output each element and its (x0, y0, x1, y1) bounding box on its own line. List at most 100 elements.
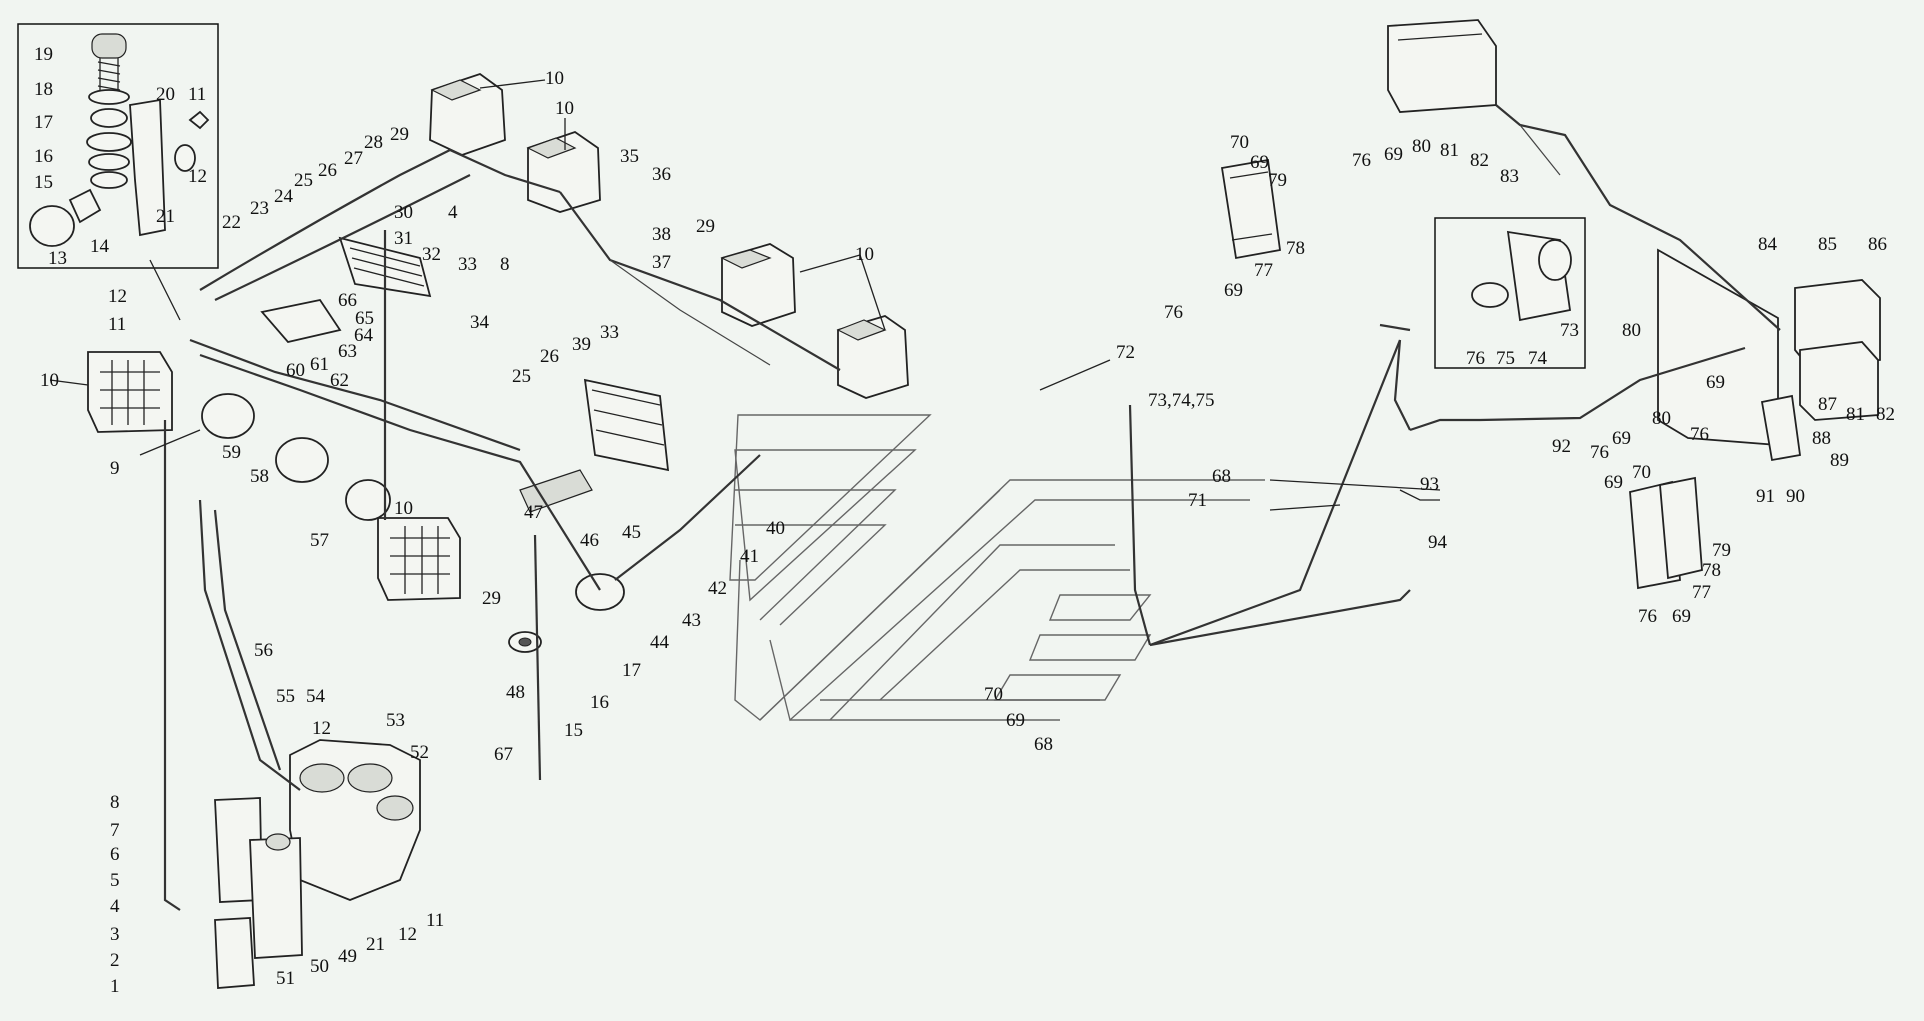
label-4: 4 (448, 202, 458, 223)
label-73-74-75: 73,74,75 (1148, 390, 1215, 411)
label-8: 8 (110, 792, 120, 813)
label-84: 84 (1758, 234, 1778, 255)
label-65: 65 (355, 308, 374, 329)
label-26: 26 (540, 346, 559, 367)
label-11: 11 (188, 84, 206, 105)
label-74: 74 (1528, 348, 1548, 369)
label-29: 29 (696, 216, 715, 237)
connector-blocks (260, 158, 1802, 590)
label-76: 76 (1352, 150, 1371, 171)
label-48: 48 (506, 682, 525, 703)
label-63: 63 (338, 341, 357, 362)
label-19: 19 (34, 44, 53, 65)
label-70: 70 (984, 684, 1003, 705)
label-37: 37 (652, 252, 671, 273)
label-26: 26 (318, 160, 337, 181)
label-69: 69 (1612, 428, 1631, 449)
label-39: 39 (572, 334, 591, 355)
lamp-housings (87, 19, 1881, 601)
label-70: 70 (1230, 132, 1249, 153)
label-90: 90 (1786, 486, 1805, 507)
label-83: 83 (1500, 166, 1519, 187)
label-89: 89 (1830, 450, 1849, 471)
label-36: 36 (652, 164, 671, 185)
part-labels: 19 18 20 11 17 16 12 15 21 13 14 12 11 1… (34, 44, 1895, 997)
label-15: 15 (34, 172, 53, 193)
label-69: 69 (1604, 472, 1623, 493)
label-53: 53 (386, 710, 405, 731)
label-11: 11 (108, 314, 126, 335)
inset-switch-detail (17, 23, 219, 321)
label-24: 24 (274, 186, 294, 207)
chassis-outline (729, 414, 1265, 722)
label-59: 59 (222, 442, 241, 463)
label-57: 57 (310, 530, 329, 551)
label-55: 55 (276, 686, 295, 707)
label-43: 43 (682, 610, 701, 631)
label-69: 69 (1006, 710, 1025, 731)
label-69: 69 (1224, 280, 1243, 301)
label-10: 10 (555, 98, 574, 119)
label-1: 1 (110, 976, 120, 997)
label-49: 49 (338, 946, 357, 967)
label-69: 69 (1706, 372, 1725, 393)
label-14: 14 (90, 236, 110, 257)
wiring-harness (163, 104, 1781, 911)
label-2: 2 (110, 950, 120, 971)
label-80: 80 (1622, 320, 1641, 341)
label-73: 73 (1560, 320, 1579, 341)
label-3: 3 (110, 924, 120, 945)
label-80: 80 (1412, 136, 1431, 157)
round-lamps (201, 393, 625, 653)
label-16: 16 (590, 692, 609, 713)
label-12: 12 (398, 924, 417, 945)
label-42: 42 (708, 578, 727, 599)
label-29: 29 (390, 124, 409, 145)
label-76: 76 (1690, 424, 1709, 445)
label-17: 17 (622, 660, 641, 681)
label-45: 45 (622, 522, 641, 543)
label-33: 33 (600, 322, 619, 343)
label-10: 10 (394, 498, 413, 519)
label-62: 62 (330, 370, 349, 391)
label-29: 29 (482, 588, 501, 609)
label-30: 30 (394, 202, 413, 223)
label-51: 51 (276, 968, 295, 989)
label-46: 46 (580, 530, 599, 551)
label-86: 86 (1868, 234, 1887, 255)
label-40: 40 (766, 518, 785, 539)
leader-lines (49, 79, 1441, 511)
label-12: 12 (188, 166, 207, 187)
label-77: 77 (1692, 582, 1711, 603)
label-67: 67 (494, 744, 513, 765)
label-4: 4 (110, 896, 120, 917)
label-76: 76 (1164, 302, 1183, 323)
label-33: 33 (458, 254, 477, 275)
label-66: 66 (338, 290, 357, 311)
label-52: 52 (410, 742, 429, 763)
label-80: 80 (1652, 408, 1671, 429)
label-38: 38 (652, 224, 671, 245)
label-13: 13 (48, 248, 67, 269)
label-82: 82 (1876, 404, 1895, 425)
label-20: 20 (156, 84, 175, 105)
label-61: 61 (310, 354, 329, 375)
label-94: 94 (1428, 532, 1448, 553)
label-76: 76 (1466, 348, 1485, 369)
label-15: 15 (564, 720, 583, 741)
label-34: 34 (470, 312, 490, 333)
dashboard-assembly (214, 739, 421, 989)
label-17: 17 (34, 112, 53, 133)
label-68: 68 (1034, 734, 1053, 755)
label-81: 81 (1440, 140, 1459, 161)
label-27: 27 (344, 148, 363, 169)
label-85: 85 (1818, 234, 1837, 255)
label-50: 50 (310, 956, 329, 977)
label-81: 81 (1846, 404, 1865, 425)
label-69: 69 (1250, 152, 1269, 173)
label-25: 25 (294, 170, 313, 191)
label-87: 87 (1818, 394, 1837, 415)
label-79: 79 (1268, 170, 1287, 191)
label-41: 41 (740, 546, 759, 567)
